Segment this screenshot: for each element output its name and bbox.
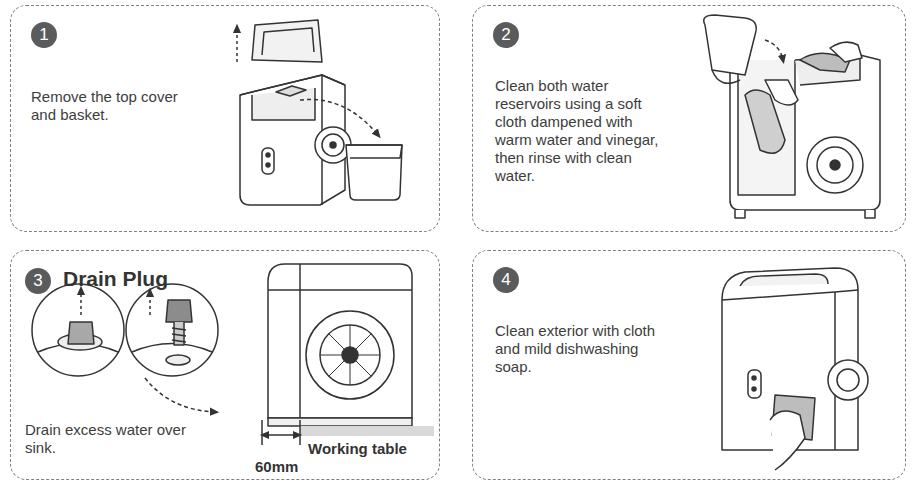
- step-instruction: Drain excess water over sink.: [25, 421, 195, 457]
- fan: [306, 311, 394, 399]
- drain-plug: [68, 322, 94, 344]
- top-cover: [252, 20, 322, 62]
- control-panel: [262, 148, 274, 174]
- magnifier: [126, 284, 218, 376]
- step-number: 4: [493, 267, 519, 293]
- machine-body: [730, 55, 880, 210]
- step-instruction: Clean both water reservoirs using a soft…: [495, 77, 665, 185]
- hand: [830, 42, 862, 62]
- step-instruction: Remove the top cover and basket.: [31, 88, 206, 124]
- part-label: Working table: [308, 440, 407, 457]
- control-panel: [748, 370, 761, 398]
- step-instruction: Clean exterior with cloth and mild dishw…: [495, 322, 670, 376]
- step-panel: Remove the top cover and basket. 1: [10, 5, 440, 232]
- step-number-text: 1: [39, 25, 48, 45]
- step-panel: Clean both water reservoirs using a soft…: [472, 5, 906, 232]
- step-number: 1: [31, 22, 57, 48]
- machine-body: [240, 75, 345, 205]
- drain-plug: [166, 300, 192, 322]
- step-number-text: 4: [501, 270, 510, 290]
- hand: [770, 411, 805, 470]
- step-number-text: 3: [33, 271, 42, 291]
- step-heading: Drain Plug: [63, 267, 168, 291]
- step-number-text: 2: [501, 25, 510, 45]
- pitcher: [704, 15, 757, 75]
- working-table: [300, 426, 434, 436]
- magnifier: [32, 284, 124, 376]
- step-number: 2: [493, 22, 519, 48]
- fan: [828, 360, 868, 400]
- step-panel: Clean exterior with cloth and mild dishw…: [472, 250, 906, 480]
- machine-side: [268, 264, 412, 418]
- step-number: 3: [25, 268, 51, 294]
- dimension-label: 60mm: [255, 458, 298, 475]
- basket: [346, 145, 402, 200]
- fan: [807, 137, 863, 193]
- hand: [765, 80, 798, 105]
